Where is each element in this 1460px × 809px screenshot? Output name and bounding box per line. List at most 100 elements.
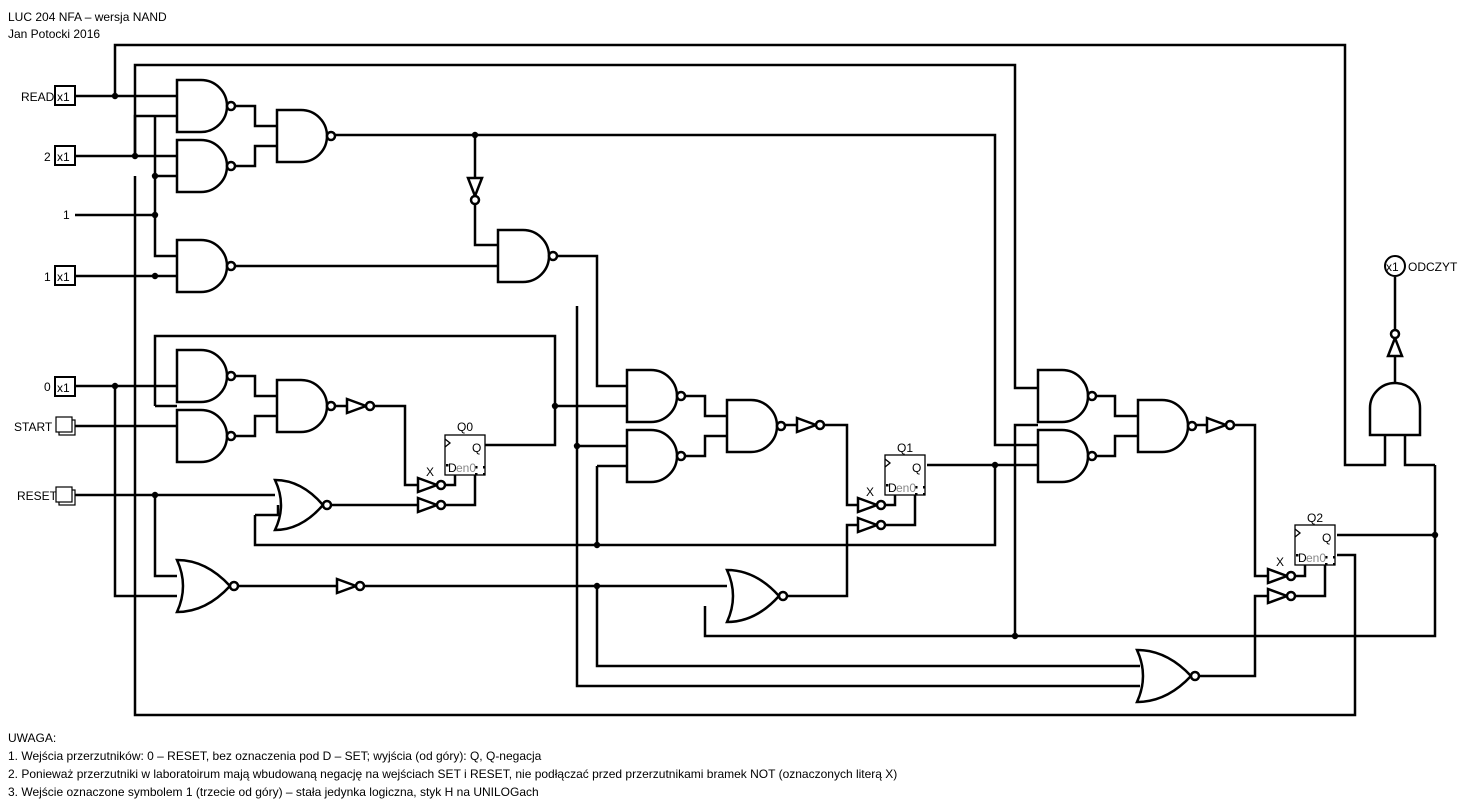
not-gate: [1266, 587, 1291, 605]
ff-label-q1: Q1: [897, 441, 913, 455]
pin-marker: [886, 484, 889, 487]
inversion-bubble: [1224, 419, 1236, 431]
ff-q1-en-pin: en0: [896, 481, 916, 495]
wire: [113, 43, 1387, 467]
ff-label-q0: Q0: [457, 420, 473, 434]
inversion-bubble: [364, 400, 376, 412]
inversion-bubble: [1285, 590, 1297, 602]
ff-q2-en-pin: en0: [1306, 551, 1326, 565]
input-badge-0[interactable]: x1: [54, 376, 76, 397]
wire: [253, 465, 997, 547]
ff-q0-q-pin: Q: [472, 441, 481, 455]
wire: [783, 523, 858, 598]
wire: [685, 394, 727, 418]
nor-gate: [273, 478, 325, 532]
nand-gate: [1036, 368, 1090, 424]
inversion-bubble: [225, 160, 237, 172]
start-button-icon[interactable]: [55, 416, 76, 436]
junction-dot: [1431, 531, 1439, 539]
wire: [445, 473, 457, 487]
pin-marker: [1296, 554, 1299, 557]
pin-marker: [1325, 556, 1328, 559]
input-label-1: 1: [44, 270, 51, 284]
output-led-odczyt: x1: [1384, 255, 1406, 277]
inversion-bubble: [875, 499, 887, 511]
inversion-bubble: [469, 194, 481, 206]
flipflop-q0: [444, 434, 486, 476]
wire: [1095, 394, 1138, 418]
input-badge-2[interactable]: x1: [54, 145, 76, 166]
nand-gate: [175, 348, 229, 404]
inversion-bubble: [814, 419, 826, 431]
not-gate: [1205, 416, 1230, 434]
wire: [885, 493, 917, 527]
input-label-const-1: 1: [63, 208, 70, 222]
not-gate: [856, 496, 881, 514]
junction-dot: [131, 152, 139, 160]
inversion-bubble: [325, 400, 337, 412]
junction-dot: [1011, 632, 1019, 640]
clock-pin-marker: [884, 458, 892, 468]
and-gate-output: [1368, 381, 1422, 437]
junction-dot: [573, 442, 581, 450]
wire: [1235, 423, 1268, 578]
wire: [235, 414, 277, 438]
nand-gate: [496, 228, 551, 284]
wire: [595, 586, 1140, 668]
nand-gate: [275, 108, 329, 164]
wire: [685, 434, 727, 458]
flipflop-q1: [884, 454, 926, 496]
junction-dot: [593, 582, 601, 590]
note-2: 2. Ponieważ przerzutniki w laboratoirum …: [8, 767, 898, 781]
wire: [825, 423, 858, 507]
wire: [703, 465, 1437, 638]
ff-q2-q-pin: Q: [1322, 531, 1331, 545]
input-badge-1[interactable]: x1: [54, 265, 76, 286]
pin-marker: [1333, 556, 1336, 559]
ff-q0-d-pin: D: [448, 461, 457, 475]
nor-gate: [175, 558, 232, 614]
wire: [235, 144, 277, 168]
pin-marker: [1333, 563, 1336, 566]
diagram-title: LUC 204 NFA – wersja NAND: [8, 10, 167, 24]
input-label-reset: RESET: [17, 489, 58, 503]
inversion-bubble: [675, 390, 687, 402]
inversion-bubble: [325, 130, 337, 142]
inversion-bubble: [225, 100, 237, 112]
nand-gate: [625, 368, 679, 424]
not-gate: [1266, 567, 1291, 585]
junction-dot: [551, 402, 559, 410]
nand-gate: [1036, 428, 1090, 484]
ff-q1-d-pin: D: [888, 481, 897, 495]
note-1: 1. Wejścia przerzutników: 0 – RESET, bez…: [8, 749, 542, 763]
pin-marker: [1325, 563, 1328, 566]
not-gate: [856, 516, 881, 534]
reset-button-icon[interactable]: [55, 486, 76, 506]
nand-gate: [175, 408, 229, 464]
input-badge-read[interactable]: x1: [54, 85, 76, 106]
wire: [255, 505, 280, 517]
not-gate: [1386, 334, 1404, 358]
not-gate: [466, 176, 484, 200]
inversion-bubble: [225, 430, 237, 442]
nand-gate: [625, 428, 679, 484]
inversion-bubble: [225, 370, 237, 382]
wire: [1295, 563, 1307, 578]
nor-gate: [725, 568, 781, 624]
clock-pin-marker: [1294, 528, 1302, 538]
pin-marker: [923, 486, 926, 489]
input-label-0: 0: [44, 380, 51, 394]
wire: [153, 334, 557, 447]
wire: [927, 423, 1038, 467]
inversion-bubble: [354, 580, 366, 592]
inversion-bubble: [228, 580, 240, 592]
nand-gate: [175, 78, 229, 134]
diagram-author: Jan Potocki 2016: [8, 27, 101, 41]
inversion-bubble: [775, 420, 787, 432]
inversion-bubble: [1086, 450, 1098, 462]
pin-marker: [446, 464, 449, 467]
wire: [133, 63, 1038, 390]
inversion-bubble: [1086, 390, 1098, 402]
wire: [75, 114, 177, 158]
